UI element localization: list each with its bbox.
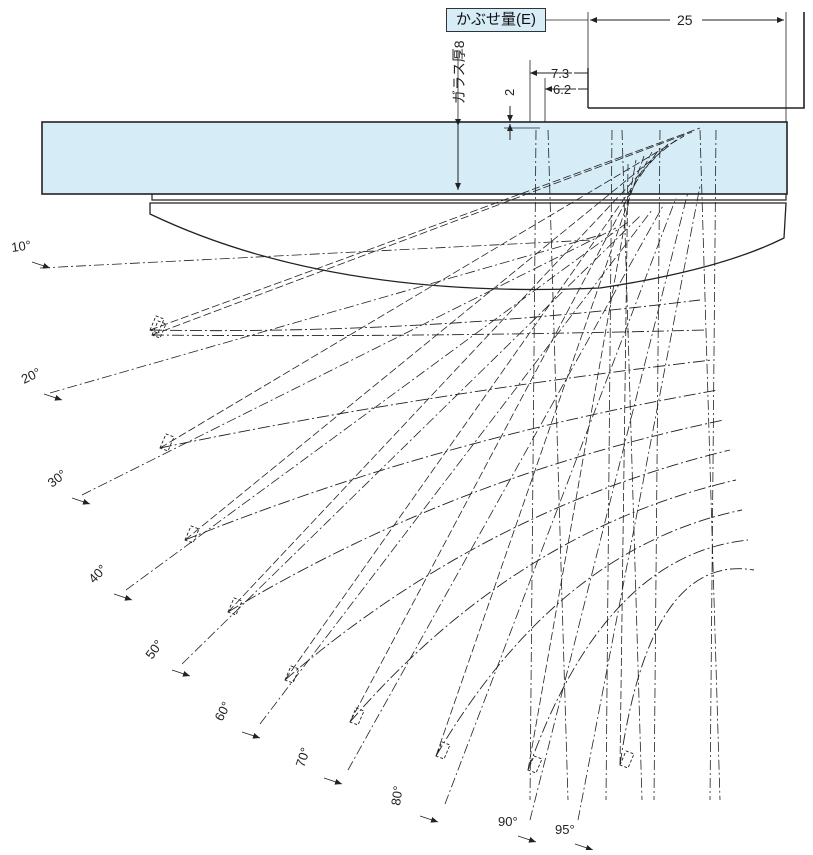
hinge-arm-outline: [149, 299, 701, 332]
angle-label: 30°: [45, 466, 70, 490]
offset-a-label: 7.3: [551, 66, 569, 81]
plate-end: [619, 750, 635, 769]
cabinet-panel-outline: [588, 12, 805, 109]
angle-arrow: [31, 261, 51, 269]
angle-label: 50°: [142, 637, 166, 662]
swing-position-9: [527, 159, 749, 821]
glass-edge-line: [151, 131, 693, 336]
glass-thickness-label: ガラス厚8: [451, 40, 467, 104]
door-swing-positions: [39, 127, 755, 821]
gap-label: 2: [502, 89, 517, 96]
glass-edge-line: [284, 147, 661, 681]
plate-end: [159, 433, 175, 452]
hinge-arm-outline: [619, 568, 755, 766]
open-position-line: [709, 129, 717, 801]
swing-position-2: [49, 131, 707, 394]
angle-arrow: [113, 593, 133, 601]
swing-position-7: [347, 151, 737, 771]
angle-arrow: [43, 393, 63, 401]
open-position-line: [699, 129, 721, 801]
mounting-plate: [151, 194, 787, 201]
glass-edge-line: [619, 163, 629, 766]
plate-end: [349, 707, 365, 726]
glass-edge-line: [149, 127, 701, 331]
swing-position-1: [39, 127, 701, 334]
open-position-line: [547, 129, 569, 801]
swing-position-5: [181, 143, 725, 665]
angle-arrow: [323, 777, 343, 785]
angle-label: 10°: [10, 237, 32, 255]
plate-end: [227, 597, 243, 616]
hinge-arm-outline: [349, 479, 737, 723]
reference-line: [444, 197, 677, 805]
angle-arrow: [241, 731, 261, 739]
hinge-arm-outline: [151, 329, 707, 337]
reference-line: [125, 221, 629, 591]
angle-label: 90°: [498, 814, 518, 829]
swing-position-10: [577, 163, 755, 821]
glass-door: [41, 121, 788, 195]
plate-end: [184, 525, 200, 544]
angle-arrow: [517, 835, 537, 843]
angle-arrow: [171, 669, 191, 677]
plate-end: [151, 320, 167, 339]
hinge-arm-outline: [184, 389, 719, 541]
plate-end: [527, 755, 543, 774]
glass-edge-line: [527, 159, 637, 771]
open-position-line: [653, 129, 661, 801]
glass-edge-line: [159, 135, 685, 449]
plate-end: [284, 665, 300, 684]
plate-end: [149, 315, 165, 334]
angle-label: 70°: [293, 746, 313, 769]
swing-position-6: [259, 147, 731, 725]
overlay-width-label: 25: [677, 12, 693, 28]
angle-label: 80°: [388, 785, 406, 807]
hinge-arm-outline: [284, 449, 731, 681]
angle-label: 60°: [211, 699, 233, 723]
glass-edge-line: [184, 139, 677, 541]
angle-label: 40°: [85, 562, 109, 587]
reference-line: [39, 239, 593, 269]
hinge-arm-outline: [435, 509, 743, 757]
plate-end: [435, 741, 451, 760]
reference-line: [49, 233, 605, 394]
glass-edge-line: [227, 143, 669, 613]
glass-edge-line: [435, 155, 645, 757]
open-position-line: [621, 129, 643, 801]
angle-label: 20°: [19, 365, 43, 387]
swing-position-4: [125, 139, 719, 591]
reference-line: [81, 227, 617, 496]
swing-position-3: [81, 135, 713, 496]
hinge-arm-outline: [227, 419, 725, 613]
overlay-label-box: かぶせ量(E): [446, 8, 546, 32]
offset-b-label: 6.2: [553, 82, 571, 97]
angle-arrow: [574, 843, 594, 851]
open-position-line: [529, 129, 537, 801]
angle-arrow: [419, 815, 439, 823]
swing-position-8: [435, 155, 743, 805]
hinge-arm-outline: [527, 539, 749, 771]
angle-label: 95°: [555, 822, 575, 837]
hinge-arm-closed: [149, 202, 787, 291]
reference-line: [181, 215, 641, 665]
glass-edge-line: [349, 151, 653, 723]
open-position-line: [605, 129, 613, 801]
angle-arrow: [71, 497, 91, 505]
